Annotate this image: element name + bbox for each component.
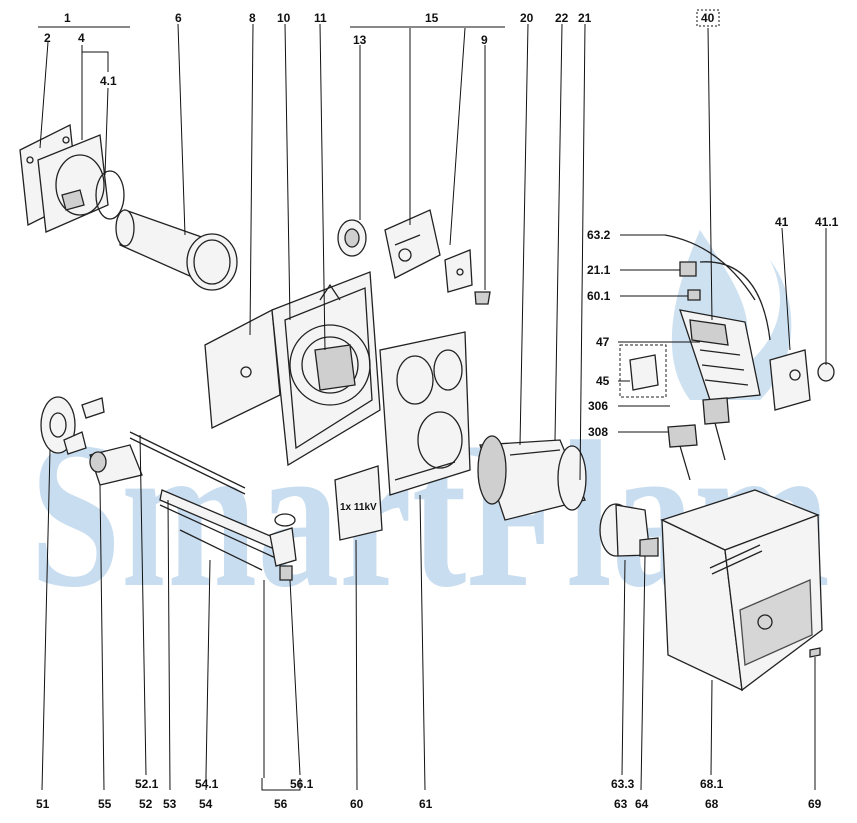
label-13: 13 (353, 33, 367, 47)
part-fan-wheel-11 (314, 283, 356, 391)
label-54-1: 54.1 (195, 777, 219, 791)
label-1: 1 (64, 11, 71, 25)
label-308: 308 (588, 425, 608, 439)
label-68: 68 (705, 797, 719, 811)
label-63-3: 63.3 (611, 777, 635, 791)
label-45: 45 (596, 374, 610, 388)
part-coupling-13 (337, 219, 367, 257)
label-306: 306 (588, 399, 608, 413)
label-15: 15 (425, 11, 439, 25)
part-motor-20 (477, 435, 587, 521)
label-40: 40 (701, 11, 715, 25)
label-60: 60 (350, 797, 364, 811)
label-52-1: 52.1 (135, 777, 159, 791)
part-reset-button-411 (817, 362, 835, 382)
label-64: 64 (635, 797, 649, 811)
label-20: 20 (520, 11, 534, 25)
part-hood-68 (660, 489, 823, 692)
leader-lines (38, 23, 827, 791)
label-21: 21 (578, 11, 592, 25)
part-clamp-ring-41 (95, 170, 125, 220)
label-9: 9 (481, 33, 488, 47)
part-bracket-9 (444, 249, 491, 305)
label-51: 51 (36, 797, 50, 811)
label-69: 69 (808, 797, 822, 811)
ignition-rating-text: 1x 11kV (340, 502, 377, 513)
part-controller-40 (664, 234, 771, 481)
part-nozzle-56 (269, 513, 297, 581)
label-47: 47 (596, 335, 610, 349)
part-photocell-45 (619, 344, 667, 398)
label-22: 22 (555, 11, 569, 25)
label-40-box (696, 9, 720, 27)
label-41-1: 41.1 (815, 215, 839, 229)
label-4: 4 (78, 31, 85, 45)
part-disk-51 (40, 396, 105, 455)
label-4-1: 4.1 (100, 74, 117, 88)
label-56: 56 (274, 797, 288, 811)
part-nozzle-holder-55 (89, 444, 143, 486)
part-labels: 1 2 4 4.1 6 8 10 11 13 15 9 20 22 21 40 … (36, 11, 839, 811)
label-21-1: 21.1 (587, 263, 611, 277)
label-11: 11 (314, 11, 327, 25)
part-pump-63 (599, 503, 659, 557)
label-61: 61 (419, 797, 433, 811)
label-60-1: 60.1 (587, 289, 611, 303)
part-blast-tube-6 (115, 209, 238, 291)
label-55: 55 (98, 797, 112, 811)
label-52: 52 (139, 797, 153, 811)
label-6: 6 (175, 11, 182, 25)
label-63: 63 (614, 797, 628, 811)
label-41: 41 (775, 215, 789, 229)
label-54: 54 (199, 797, 213, 811)
label-10: 10 (277, 11, 291, 25)
label-63-2: 63.2 (587, 228, 611, 242)
label-2: 2 (44, 31, 51, 45)
label-56-1: 56.1 (290, 777, 314, 791)
part-ignition-transformer-60: 1x 11kV (334, 465, 383, 541)
part-servo-15 (384, 209, 441, 279)
label-8: 8 (249, 11, 256, 25)
part-screw-69 (809, 647, 821, 658)
part-frame-61 (379, 331, 471, 496)
label-53: 53 (163, 797, 177, 811)
part-reset-box-41 (769, 349, 811, 411)
label-68-1: 68.1 (700, 777, 724, 791)
part-flange-4 (37, 134, 109, 233)
